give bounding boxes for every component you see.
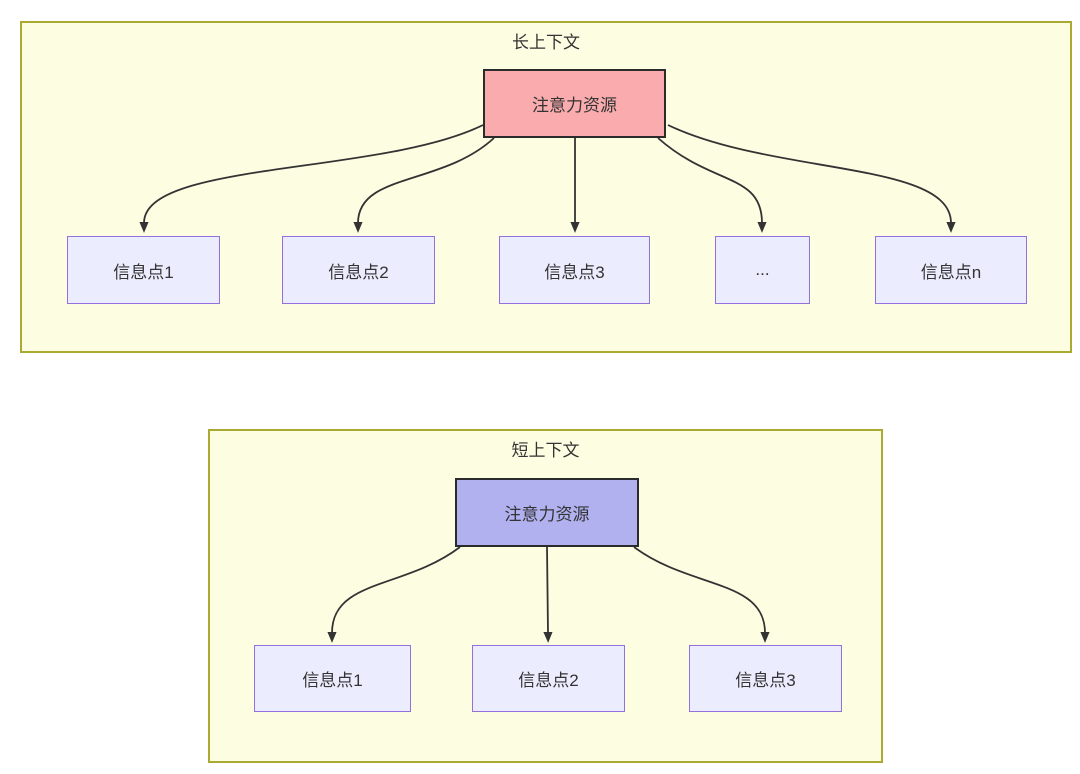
info-node-long-3: 信息点3 xyxy=(499,236,650,304)
panel-long-context: 长上下文 注意力资源 信息点1 信息点2 信息点3 ... 信息点n xyxy=(20,21,1072,353)
info-node-short-2: 信息点2 xyxy=(472,645,625,712)
arrow-long-1 xyxy=(139,124,484,233)
arrow-long-5 xyxy=(667,124,956,233)
arrow-short-3 xyxy=(633,546,770,643)
arrow-long-4 xyxy=(657,137,767,233)
panel-short-context: 短上下文 注意力资源 信息点1 信息点2 信息点3 xyxy=(208,429,883,763)
info-node-short-3: 信息点3 xyxy=(689,645,842,712)
panel-long-context-title: 长上下文 xyxy=(512,33,580,52)
info-node-long-2: 信息点2 xyxy=(282,236,435,304)
attention-node-long: 注意力资源 xyxy=(483,69,666,138)
info-node-long-n: 信息点n xyxy=(875,236,1027,304)
attention-node-short: 注意力资源 xyxy=(455,478,639,547)
panel-short-context-title: 短上下文 xyxy=(511,441,580,460)
arrow-short-1 xyxy=(327,546,461,643)
arrow-short-2 xyxy=(543,546,553,643)
info-node-long-1: 信息点1 xyxy=(67,236,220,304)
arrow-long-2 xyxy=(353,137,495,233)
info-node-short-1: 信息点1 xyxy=(254,645,411,712)
info-node-long-ellipsis: ... xyxy=(715,236,810,304)
